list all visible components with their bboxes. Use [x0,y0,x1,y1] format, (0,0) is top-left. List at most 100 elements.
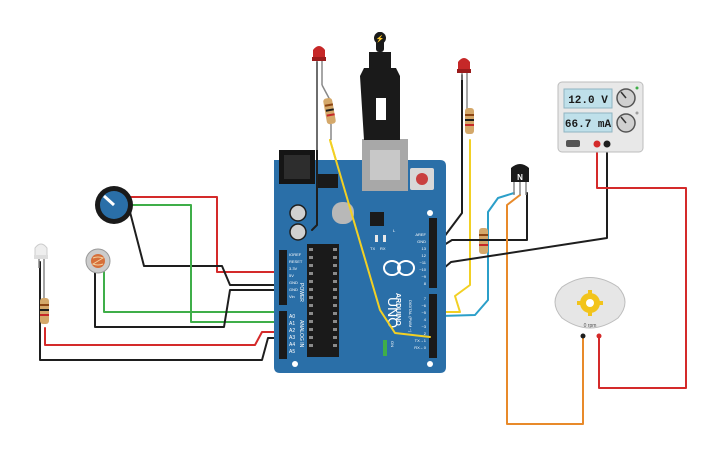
usb-cable[interactable]: ⚡ [360,32,400,140]
analog-pin-labels: A0 A1 A2 A3 A4 A5 [289,314,295,355]
motor-terminal-positive[interactable] [596,333,602,339]
resistor-transistor-base[interactable] [479,228,488,254]
svg-text:IOREF: IOREF [289,252,302,257]
motor-terminal-negative[interactable] [580,333,586,339]
analog-label: ANALOG IN [298,320,304,348]
power-pin-labels: IOREF RESET 3.3V 5V GND GND Vin [289,252,303,299]
tx-label: TX [370,246,375,251]
svg-text:4: 4 [424,317,427,322]
rx-label: RX [380,246,386,251]
motor-rpm-label: 0 rpm [584,323,597,329]
capacitor [289,204,307,222]
svg-text:13: 13 [422,246,427,251]
arduino-uno-board[interactable]: TX RX L ARDUINO UNO ON POWER [274,139,446,373]
wire-ldr-gnd[interactable] [94,271,289,328]
svg-text:~5: ~5 [421,310,426,315]
voltage-display [563,88,613,109]
resistor-left[interactable] [40,298,49,324]
wire-led-right-yellow[interactable] [439,139,471,313]
svg-text:A1: A1 [289,321,295,327]
capacitor [289,223,307,241]
svg-text:RESET: RESET [289,259,303,264]
svg-text:GND: GND [417,239,426,244]
wire-ldr-a0[interactable] [103,271,289,313]
wire-led-left-red[interactable] [44,327,289,346]
atmega-chip [307,244,339,357]
svg-text:5V: 5V [289,273,294,278]
wire-black-over-board[interactable] [311,149,318,231]
svg-text:7: 7 [424,296,427,301]
svg-text:TX→1: TX→1 [415,338,427,343]
wire-led-right-black[interactable] [443,74,463,238]
digital-header-top[interactable] [429,218,437,288]
positive-terminal[interactable] [593,140,601,148]
power-switch[interactable] [566,140,580,147]
wire-transistor-motor-orange[interactable] [506,194,584,425]
crystal-oscillator [332,202,354,224]
power-supply[interactable]: 12.0 V 66.7 mA [557,81,644,153]
current-readout: 66.7 mA [565,119,612,131]
wire-supply-motor-red[interactable] [596,145,687,389]
wire-yellow-over-board[interactable] [329,139,431,338]
current-display [563,112,613,133]
usb-chip [370,212,384,226]
analog-header[interactable] [279,311,287,359]
led-red-right[interactable] [457,58,471,110]
voltage-readout: 12.0 V [568,95,608,107]
digital-header-bottom[interactable] [429,294,437,358]
svg-text:~10: ~10 [419,267,427,272]
l-label: L [393,228,396,233]
digital-bottom-pin-labels: 7 ~6 ~5 4 ~3 2 TX→1 RX←0 [414,296,427,350]
resistor-top-right[interactable] [465,108,474,134]
wire-pot-a1[interactable] [131,204,289,323]
power-label: POWER [298,283,304,302]
wire-pot-5v[interactable] [125,196,289,273]
transistor-label: N [517,173,523,182]
on-led [383,340,387,356]
svg-text:AREF: AREF [415,232,426,237]
svg-text:8: 8 [424,281,427,286]
usb-symbol [376,98,386,120]
wire-transistor-gnd[interactable] [443,192,528,246]
cv-indicator-icon [635,86,639,90]
wire-pot-gnd[interactable] [129,211,289,286]
cable-strain-relief [374,32,386,44]
svg-text:~11: ~11 [420,260,427,265]
resistor-top-left[interactable] [321,84,336,140]
potentiometer-knob-indicator [102,194,116,207]
npn-transistor[interactable]: N [511,164,529,195]
svg-text:GND: GND [289,280,298,285]
potentiometer[interactable] [95,186,133,224]
svg-text:~3: ~3 [421,324,426,329]
svg-text:~9: ~9 [421,274,426,279]
chip-pins [309,248,337,347]
led-red-top[interactable] [312,46,326,150]
svg-text:3.3V: 3.3V [289,266,298,271]
lightning-icon: ⚡ [376,34,385,43]
dc-motor[interactable]: 0 rpm [554,277,626,339]
power-header[interactable] [279,250,287,305]
svg-text:A2: A2 [289,328,295,334]
digital-top-pin-labels: AREF GND 13 12 ~11 ~10 ~9 8 [415,232,426,286]
svg-text:GND: GND [289,287,298,292]
negative-terminal[interactable] [603,140,611,148]
led-white-left[interactable] [34,243,48,298]
svg-text:RX←0: RX←0 [414,345,427,350]
photoresistor[interactable] [85,248,111,274]
wires [39,61,687,425]
digital-label: DIGITAL (PWM ~) [408,300,413,333]
wires-over-board [311,139,431,338]
model-label: UNO [385,297,401,328]
voltage-regulator [318,174,338,188]
svg-text:A0: A0 [289,314,295,320]
svg-text:A4: A4 [289,342,295,348]
svg-text:A5: A5 [289,349,295,355]
svg-text:~6: ~6 [421,303,426,308]
wire-supply-gnd[interactable] [443,145,608,269]
cc-indicator-icon [635,111,639,115]
arduino-logo [383,260,415,276]
mounting-hole [427,361,433,367]
svg-text:12: 12 [422,253,427,258]
brand-label: ARDUINO [394,293,401,326]
